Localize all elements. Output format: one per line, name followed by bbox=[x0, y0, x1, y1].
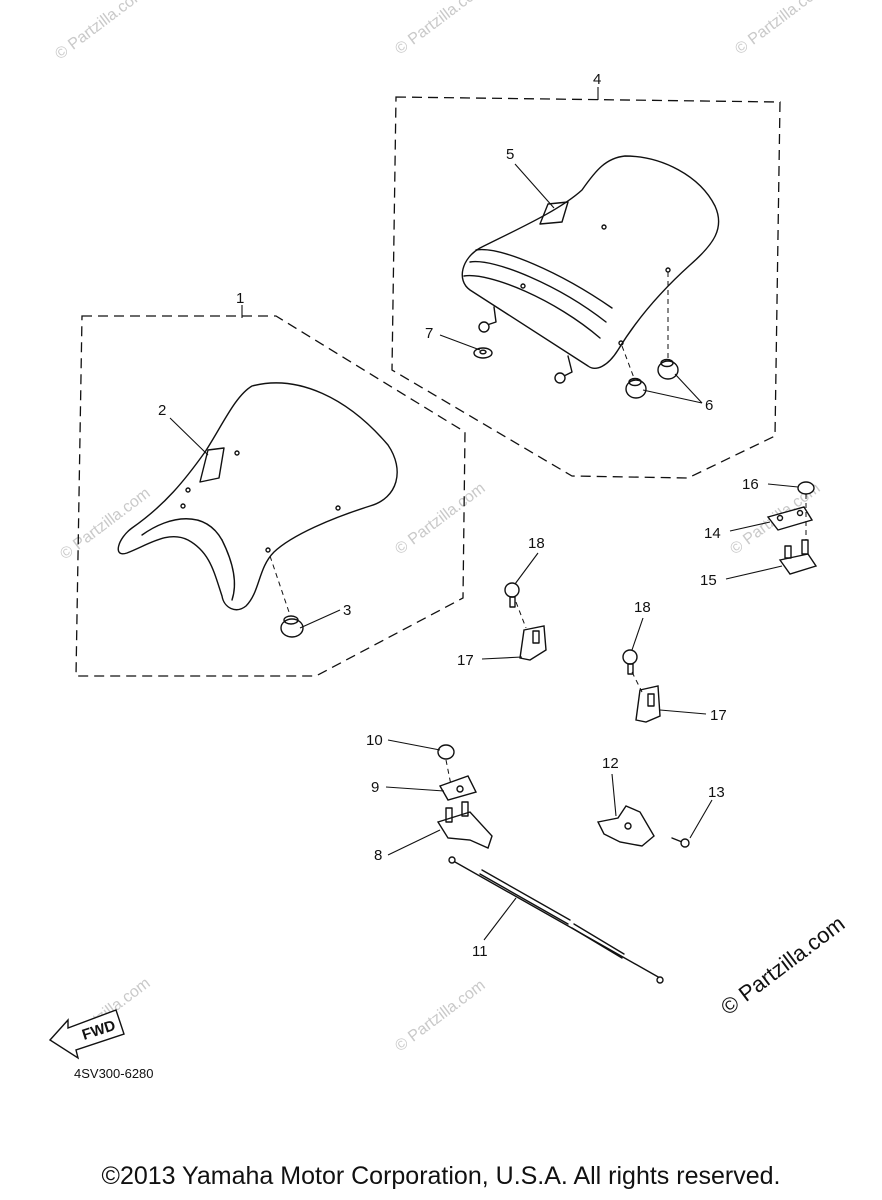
callout-2: 2 bbox=[158, 402, 166, 419]
watermark: © Partzilla.com bbox=[52, 0, 148, 63]
callout-14: 14 bbox=[704, 525, 721, 542]
front-seat-part bbox=[117, 382, 398, 611]
callout-17-right: 17 bbox=[710, 707, 727, 724]
bracket-right-part bbox=[622, 649, 661, 723]
callout-3: 3 bbox=[343, 602, 351, 619]
callout-12: 12 bbox=[602, 755, 619, 772]
callout-5: 5 bbox=[506, 146, 514, 163]
watermark: © Partzilla.com bbox=[732, 0, 828, 58]
screw-part bbox=[671, 837, 690, 848]
damper-front-part bbox=[269, 555, 304, 638]
callout-16: 16 bbox=[742, 476, 759, 493]
callout-labels: 1 2 3 4 5 6 7 8 9 10 11 12 13 14 15 16 1… bbox=[158, 71, 759, 960]
washer-part bbox=[473, 347, 493, 359]
callout-7: 7 bbox=[425, 325, 433, 342]
bracket-left-part bbox=[504, 582, 547, 661]
leader-lines bbox=[169, 87, 799, 941]
forward-arrow-icon: FWD bbox=[48, 1009, 125, 1060]
drawing-code: 4SV300-6280 bbox=[74, 1066, 154, 1081]
callout-18-right: 18 bbox=[634, 599, 651, 616]
lock-holder-part bbox=[596, 805, 655, 847]
callout-6: 6 bbox=[705, 397, 713, 414]
rear-seat-part bbox=[461, 155, 720, 384]
front-seat-assembly-box bbox=[75, 315, 466, 677]
seat-lock-assembly-part bbox=[436, 744, 493, 849]
seat-lock-cable-part bbox=[448, 856, 664, 984]
callout-13: 13 bbox=[708, 784, 725, 801]
callout-1: 1 bbox=[236, 290, 244, 307]
watermark: © Partzilla.com bbox=[392, 480, 488, 558]
damper-rear-part bbox=[621, 272, 679, 399]
callout-15: 15 bbox=[700, 572, 717, 589]
callout-11: 11 bbox=[472, 943, 488, 960]
watermark: © Partzilla.com bbox=[57, 485, 153, 563]
rear-seat-assembly-box bbox=[391, 96, 781, 479]
callout-17-left: 17 bbox=[457, 652, 474, 669]
callout-10: 10 bbox=[366, 732, 383, 749]
callout-4: 4 bbox=[593, 71, 601, 88]
callout-9: 9 bbox=[371, 779, 379, 796]
copyright-notice: ©2013 Yamaha Motor Corporation, U.S.A. A… bbox=[101, 1162, 781, 1190]
callout-8: 8 bbox=[374, 847, 382, 864]
watermark: © Partzilla.com bbox=[392, 0, 488, 58]
callout-18-left: 18 bbox=[528, 535, 545, 552]
watermark: © Partzilla.com bbox=[392, 977, 488, 1055]
seat-lock-hook-part bbox=[766, 481, 818, 575]
